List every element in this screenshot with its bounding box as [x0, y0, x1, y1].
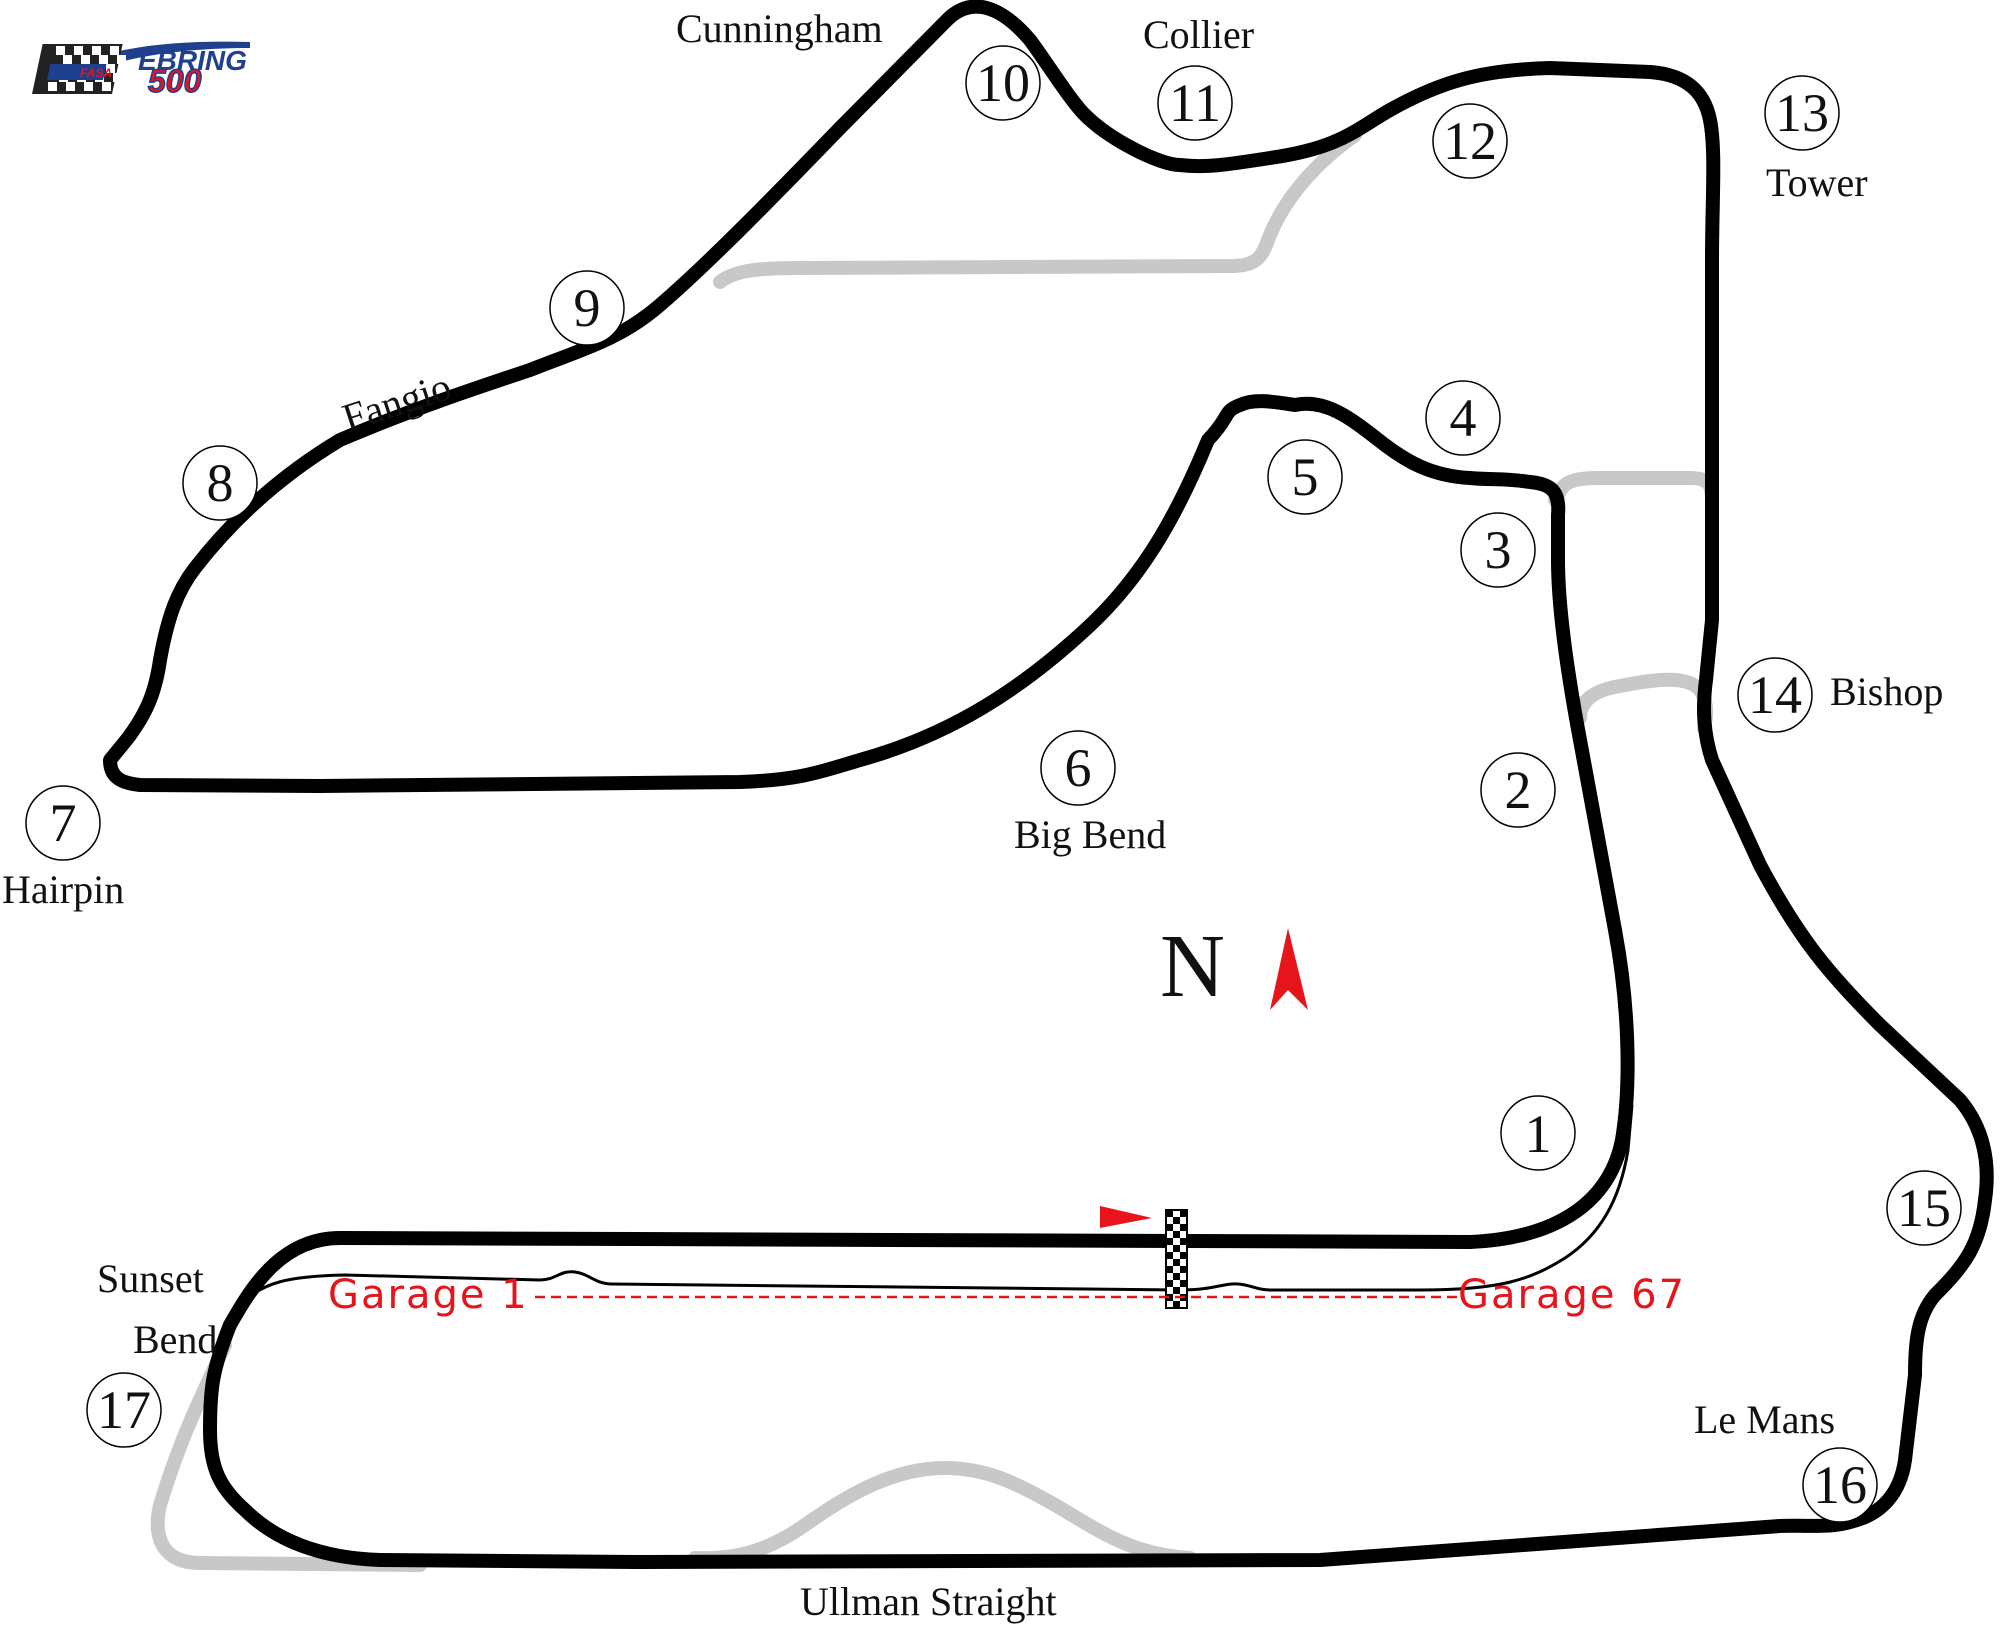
turn-marker: 9: [549, 270, 625, 346]
turn-marker: 10: [965, 45, 1041, 121]
pit-lane: [238, 1104, 1634, 1307]
corner-label-le-mans: Le Mans: [1694, 1397, 1835, 1442]
svg-text:5: 5: [1292, 447, 1319, 507]
logo-text-top: EBRING: [138, 45, 247, 76]
turn-marker: 8: [182, 445, 258, 521]
svg-text:16: 16: [1813, 1455, 1867, 1515]
corner-label-hairpin: Hairpin: [2, 867, 124, 912]
compass-letter: N: [1160, 917, 1225, 1016]
corner-label-sunset: Sunset: [97, 1256, 204, 1301]
old-section-east-upper: [1548, 471, 1719, 507]
old-section-northwest: [713, 128, 1362, 289]
corner-label-ullman: Ullman Straight: [800, 1579, 1057, 1624]
svg-text:2: 2: [1505, 760, 1532, 820]
svg-text:3: 3: [1485, 520, 1512, 580]
corner-label-bend: Bend: [133, 1317, 217, 1362]
turn-marker: 3: [1460, 512, 1536, 588]
svg-text:9: 9: [574, 278, 601, 338]
logo-small-text: FASA: [80, 66, 112, 80]
corner-label-cunningham: Cunningham: [676, 6, 883, 51]
corner-label-bishop: Bishop: [1830, 669, 1943, 714]
turn-marker: 16: [1802, 1447, 1878, 1523]
turn-marker: 14: [1737, 657, 1813, 733]
turn-marker: 13: [1764, 75, 1840, 151]
old-section-east-lower: [1573, 672, 1714, 735]
turn-markers: 1 2 3 4 5 6 7 8 9 10 11 12 13 14 15 16 1…: [25, 45, 1962, 1523]
turn-marker: 11: [1157, 65, 1233, 141]
direction-flag-icon: [1100, 1206, 1152, 1228]
corner-label-collier: Collier: [1143, 12, 1254, 57]
svg-text:11: 11: [1169, 73, 1221, 133]
turn-marker: 5: [1267, 439, 1343, 515]
event-logo: FASA EBRING 500: [32, 41, 250, 100]
svg-text:17: 17: [97, 1380, 151, 1440]
turn-marker: 7: [25, 785, 101, 861]
turn-marker: 4: [1425, 380, 1501, 456]
garage-end-label: Garage 67: [1458, 1272, 1686, 1318]
start-finish-line: [1165, 1209, 1188, 1309]
logo-banner: [46, 64, 107, 80]
turn-marker: 2: [1480, 752, 1556, 828]
turn-marker: 15: [1886, 1170, 1962, 1246]
svg-text:14: 14: [1748, 665, 1802, 725]
corner-label-tower: Tower: [1766, 160, 1868, 205]
svg-text:10: 10: [976, 53, 1030, 113]
old-course-sections: [150, 128, 1719, 1572]
svg-text:12: 12: [1443, 111, 1497, 171]
svg-text:7: 7: [50, 793, 77, 853]
svg-text:15: 15: [1897, 1178, 1951, 1238]
corner-labels: Cunningham Collier Tower Fangio Hairpin …: [2, 6, 1943, 1624]
turn-marker: 17: [86, 1372, 162, 1448]
turn-marker: 1: [1500, 1095, 1576, 1171]
north-arrow-icon: [1270, 928, 1308, 1010]
turn-marker: 6: [1040, 730, 1116, 806]
corner-label-big-bend: Big Bend: [1014, 812, 1166, 857]
logo-text-bottom: 500: [148, 63, 202, 99]
old-section-southwest: [150, 1338, 427, 1572]
garage-start-label: Garage 1: [328, 1272, 529, 1318]
svg-text:13: 13: [1775, 83, 1829, 143]
old-section-south-kink: [688, 1461, 1197, 1566]
turn-marker: 12: [1432, 103, 1508, 179]
main-track: [103, 0, 1994, 1569]
svg-text:1: 1: [1525, 1104, 1552, 1164]
corner-label-fangio: Fangio: [337, 363, 457, 440]
svg-text:4: 4: [1450, 388, 1477, 448]
svg-text:6: 6: [1065, 738, 1092, 798]
svg-text:8: 8: [207, 453, 234, 513]
